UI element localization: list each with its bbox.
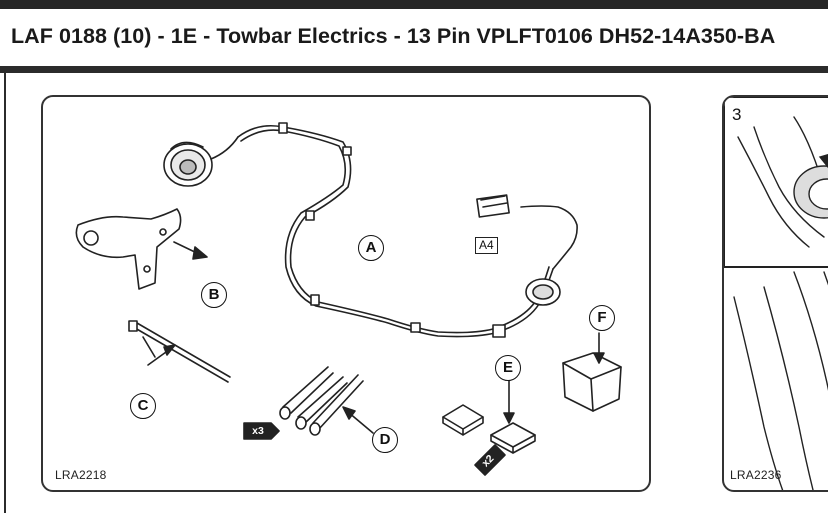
fuses-drawing: [442, 379, 536, 476]
bolt-quantity: x3: [252, 425, 264, 437]
kit-contents-figure: A B C D E F A4 x3 x2 LRA2218: [41, 95, 651, 492]
top-bar: [0, 0, 828, 9]
step-3-figure: 3 LRA2236: [722, 95, 828, 492]
kit-contents-illustration: [75, 122, 622, 476]
figure-reference: LRA2218: [55, 468, 107, 482]
connector-label: A4: [475, 237, 498, 254]
content-panel: [4, 73, 828, 513]
step-number: 3: [732, 105, 742, 124]
callout-f: F: [589, 305, 615, 331]
callout-c: C: [130, 393, 156, 419]
figure-reference: LRA2236: [730, 468, 782, 482]
callout-b: B: [201, 282, 227, 308]
relay-drawing: [562, 332, 622, 412]
callout-e: E: [495, 355, 521, 381]
title-rule: [0, 66, 828, 73]
callout-a: A: [358, 235, 384, 261]
towbar-socket-drawing: [163, 136, 239, 187]
step-3-illustration: [724, 97, 828, 490]
bracket-drawing: [75, 208, 208, 290]
callout-d: D: [372, 427, 398, 453]
bolts-drawing: [243, 366, 374, 440]
page-title: LAF 0188 (10) - 1E - Towbar Electrics - …: [11, 24, 776, 48]
cable-tie-drawing: [128, 320, 231, 383]
wiring-harness-drawing: [237, 122, 578, 338]
